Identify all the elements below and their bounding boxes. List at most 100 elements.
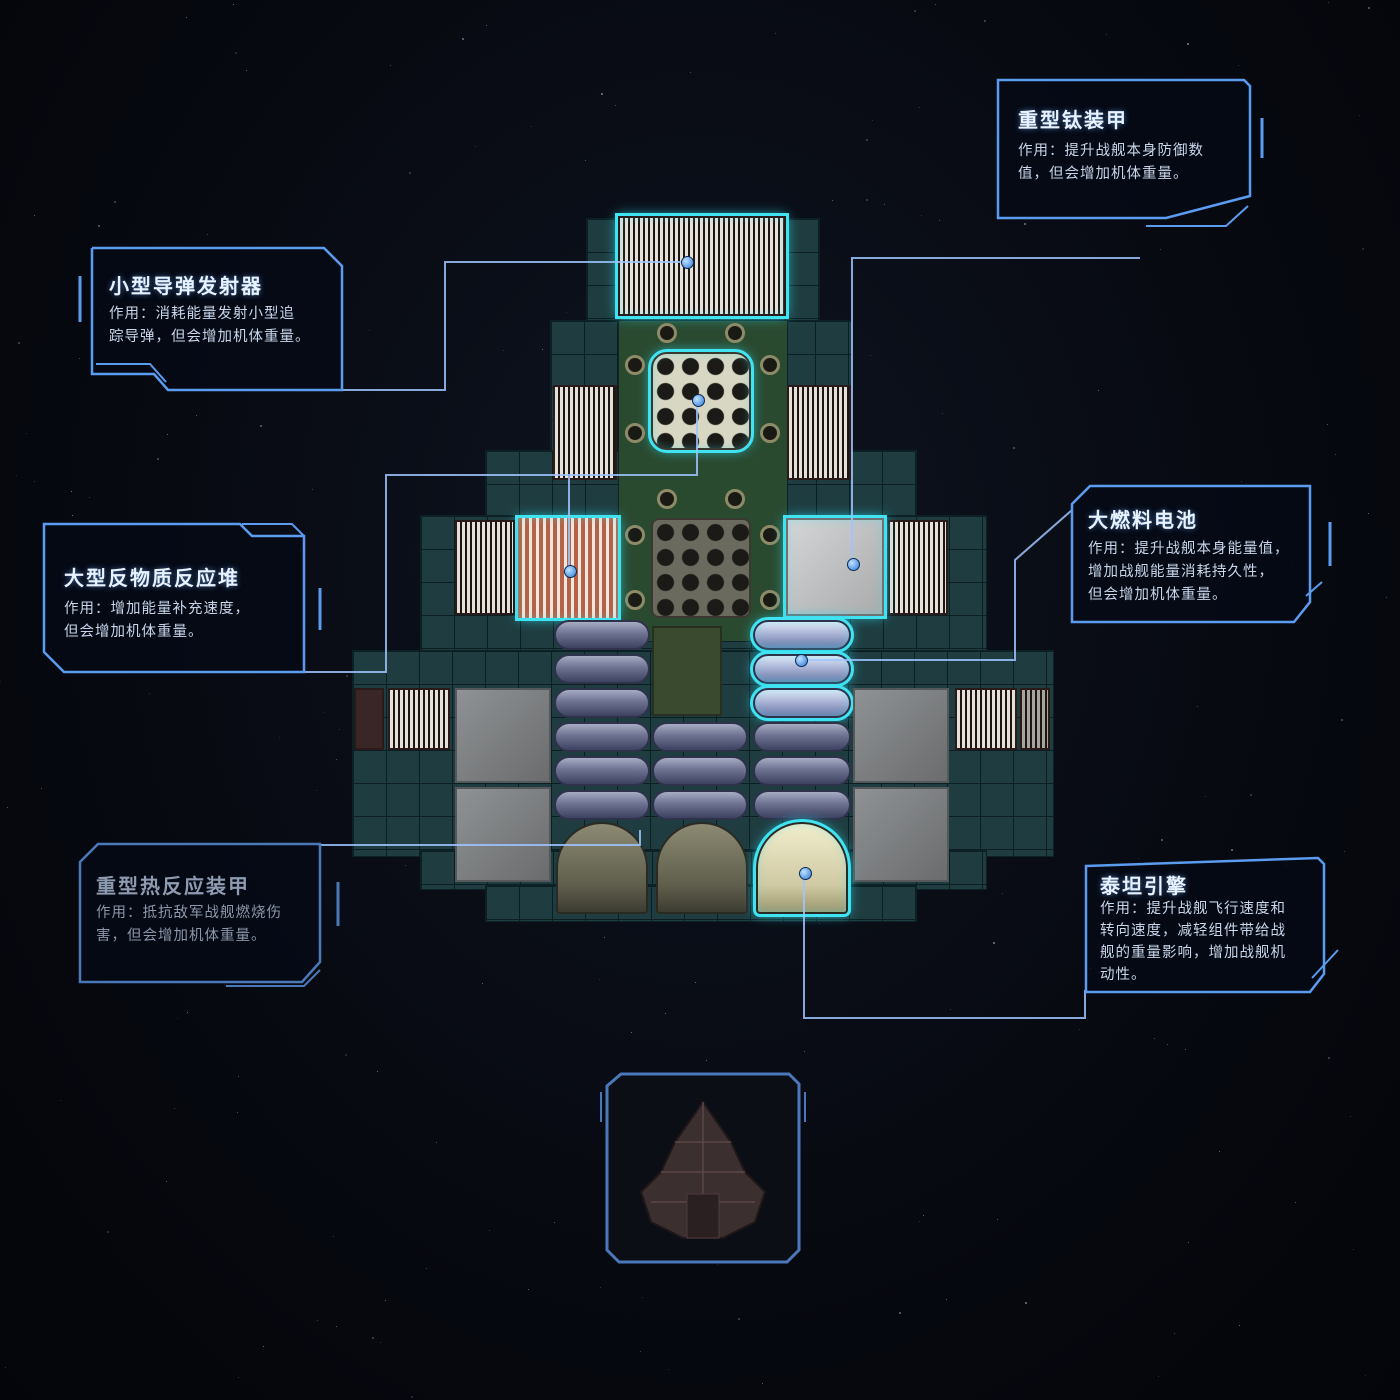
star: [1359, 115, 1360, 116]
connector-dot: [799, 867, 812, 880]
star: [18, 342, 20, 344]
star: [642, 1297, 643, 1298]
panel-title: 泰坦引擎: [1100, 874, 1188, 898]
fuel-tank: [753, 790, 851, 820]
panel-frame: [1084, 856, 1339, 994]
connector-knob: [625, 423, 645, 443]
star: [336, 759, 337, 760]
engine-module: [656, 822, 748, 914]
info-panel-missile-launcher: 小型导弹发射器 作用：消耗能量发射小型追 踪导弹，但会增加机体重量。: [78, 246, 346, 394]
star: [167, 434, 168, 435]
star: [26, 433, 27, 434]
star: [939, 220, 940, 221]
star: [41, 788, 42, 789]
star: [919, 107, 920, 108]
description-line: 作用：提升战舰本身防御数: [1018, 143, 1204, 159]
description-line: 作用：消耗能量发射小型追: [109, 306, 295, 322]
star: [187, 1012, 188, 1013]
star: [1138, 858, 1139, 859]
star: [166, 1181, 167, 1182]
description-line: 值，但会增加机体重量。: [1018, 166, 1189, 182]
star: [1295, 1202, 1296, 1203]
fuel-tank: [753, 722, 851, 752]
armor-plate: [853, 787, 949, 882]
star: [346, 675, 348, 677]
star: [238, 1377, 239, 1378]
titanium-armor-module[interactable]: [783, 515, 887, 619]
star: [174, 1108, 175, 1109]
star: [1025, 1302, 1027, 1304]
star: [1079, 1029, 1080, 1030]
description-line: 但会增加机体重量。: [1088, 587, 1228, 603]
large-fuel-cell-module[interactable]: [750, 685, 854, 721]
star: [1241, 481, 1242, 482]
star: [1188, 1242, 1189, 1243]
star: [60, 1100, 61, 1101]
star: [89, 497, 90, 498]
rack-edge-left: [354, 688, 384, 750]
star: [690, 72, 691, 73]
connector-knob: [657, 323, 677, 343]
fuel-tank: [554, 790, 650, 820]
star: [1350, 1116, 1351, 1117]
star: [1368, 7, 1370, 9]
star: [1160, 249, 1161, 250]
panel-frame: [78, 246, 344, 392]
star: [263, 1346, 264, 1347]
star: [235, 52, 237, 54]
star: [866, 199, 868, 201]
star: [482, 983, 483, 984]
star: [385, 1300, 386, 1301]
info-panel-thermal-armor: 重型热反应装甲 作用：抵抗敌军战舰燃烧伤 害，但会增加机体重量。: [76, 842, 342, 990]
star: [436, 1142, 437, 1143]
star: [762, 1383, 763, 1384]
connector-knob: [625, 525, 645, 545]
star: [279, 737, 280, 738]
description-line: 作用：抵抗敌军战舰燃烧伤: [96, 905, 282, 921]
connector-knob: [760, 423, 780, 443]
star: [604, 937, 605, 938]
star: [1197, 706, 1198, 707]
armor-plate: [853, 688, 949, 783]
star: [233, 4, 234, 5]
star: [323, 712, 324, 713]
star: [1328, 2, 1329, 3]
star: [1187, 43, 1189, 45]
connector-knob: [760, 590, 780, 610]
star: [107, 1231, 109, 1233]
connector-knob: [657, 489, 677, 509]
star: [1167, 1044, 1168, 1045]
star: [475, 146, 476, 147]
star: [260, 425, 262, 427]
description-line: 踪导弹，但会增加机体重量。: [109, 329, 311, 345]
star: [1335, 454, 1336, 455]
connector-knob: [625, 590, 645, 610]
info-panel-titanium-armor: 重型钛装甲 作用：提升战舰本身防御数 值，但会增加机体重量。: [996, 78, 1266, 228]
panel-description: 作用：消耗能量发射小型追 踪导弹，但会增加机体重量。: [109, 303, 311, 349]
star: [1239, 1325, 1240, 1326]
star: [380, 1342, 381, 1343]
panel-description: 作用：抵抗敌军战舰燃烧伤 害，但会增加机体重量。: [96, 902, 282, 948]
missile-launcher-module[interactable]: [615, 213, 789, 319]
panel-title: 重型钛装甲: [1018, 108, 1128, 132]
panel-frame: [78, 842, 340, 987]
panel-description: 作用：提升战舰本身防御数 值，但会增加机体重量。: [1018, 140, 1204, 186]
star: [899, 1312, 901, 1314]
star: [71, 491, 72, 492]
star: [72, 515, 73, 516]
star: [1386, 597, 1387, 598]
star: [177, 1018, 178, 1019]
rack-right-mid: [888, 520, 948, 615]
panel-description: 作用：提升战舰本身能量值， 增加战舰能量消耗持久性， 但会增加机体重量。: [1088, 538, 1290, 607]
connector-dot: [692, 394, 705, 407]
star: [946, 1299, 947, 1300]
star: [377, 1071, 378, 1072]
armor-plate: [455, 688, 551, 783]
star: [316, 790, 317, 791]
ladder-unit: [652, 626, 722, 716]
large-fuel-cell-module[interactable]: [750, 617, 854, 653]
ship-preview-thumbnail[interactable]: [600, 1072, 806, 1265]
fuel-tank: [753, 756, 851, 786]
fuel-tank: [554, 688, 650, 718]
star: [832, 200, 833, 201]
